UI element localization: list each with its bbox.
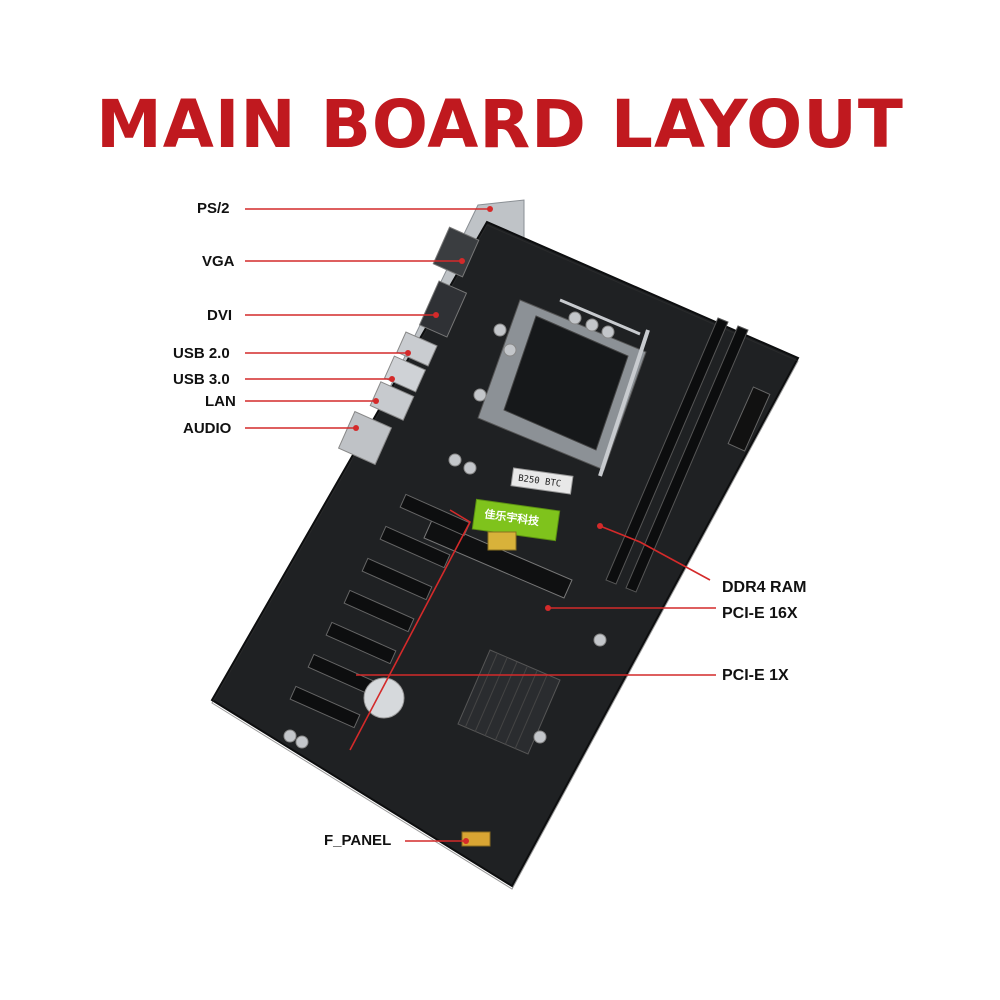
label-ddr4: DDR4 RAM bbox=[722, 579, 807, 596]
label-usb3: USB 3.0 bbox=[173, 371, 230, 388]
label-fpanel: F_PANEL bbox=[324, 832, 392, 849]
label-vga: VGA bbox=[202, 253, 235, 270]
cmos-battery bbox=[363, 677, 405, 719]
capacitors bbox=[283, 311, 615, 749]
label-ps2: PS/2 bbox=[197, 200, 230, 217]
atx-power-connector bbox=[727, 386, 771, 452]
label-dvi: DVI bbox=[207, 307, 233, 324]
rear-io-ports bbox=[337, 226, 480, 466]
ram-slots bbox=[605, 317, 749, 593]
pcie-x1-slots bbox=[289, 493, 471, 729]
label-pcie1: PCI-E 1X bbox=[722, 667, 789, 684]
board-label-stickers: B250 BTC 佳乐宇科技 bbox=[471, 467, 574, 551]
label-pcie16: PCI-E 16X bbox=[722, 605, 798, 622]
chipset-heatsink bbox=[457, 649, 561, 755]
leader-endpoints bbox=[353, 206, 603, 844]
label-lan: LAN bbox=[205, 393, 236, 410]
cpu-socket bbox=[477, 298, 650, 477]
leader-lines bbox=[245, 208, 716, 842]
label-audio: AUDIO bbox=[183, 420, 232, 437]
page-title: MAIN BOARD LAYOUT bbox=[96, 86, 904, 163]
label-usb2: USB 2.0 bbox=[173, 345, 230, 362]
front-panel-header bbox=[461, 831, 491, 847]
